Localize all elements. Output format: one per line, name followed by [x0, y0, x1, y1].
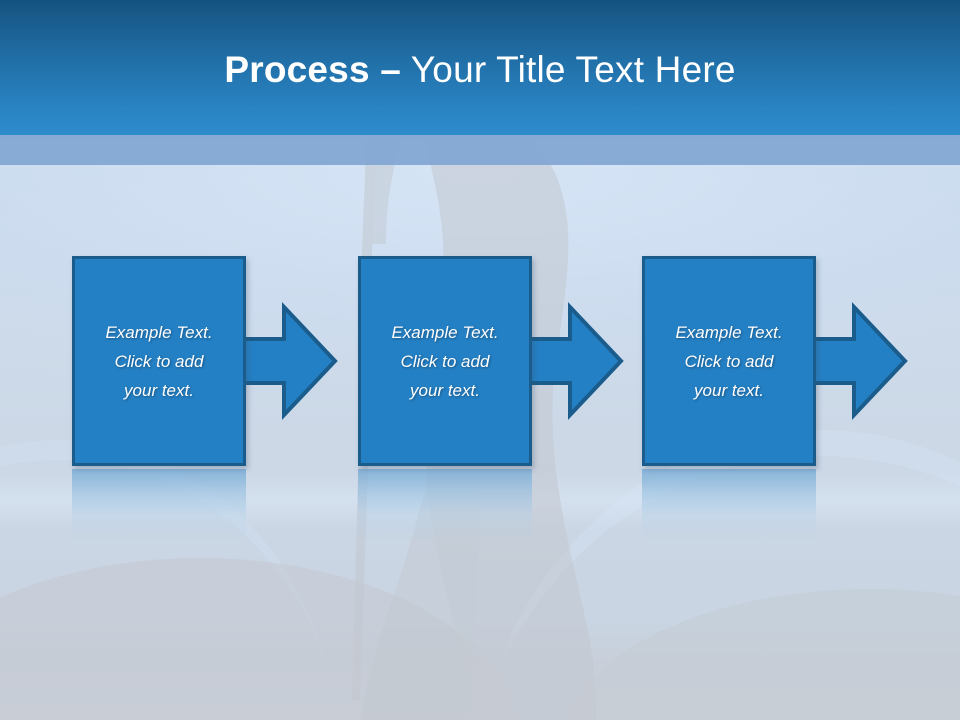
step-reflection-1	[72, 469, 246, 543]
process-step-label-2: Example Text. Click to add your text.	[391, 322, 499, 400]
process-step-1[interactable]: Example Text. Click to add your text.	[72, 256, 338, 466]
process-step-3[interactable]: Example Text. Click to add your text.	[642, 256, 908, 466]
process-step-box-2[interactable]: Example Text. Click to add your text.	[358, 256, 532, 466]
process-step-2[interactable]: Example Text. Click to add your text.	[358, 256, 624, 466]
header-accent-stripe	[0, 135, 960, 165]
step-reflection-3	[642, 469, 816, 543]
process-step-label-3: Example Text. Click to add your text.	[675, 322, 783, 400]
step-reflection-2	[358, 469, 532, 543]
process-step-box-3[interactable]: Example Text. Click to add your text.	[642, 256, 816, 466]
page-title: Process – Your Title Text Here	[0, 48, 960, 92]
process-step-label-1: Example Text. Click to add your text.	[105, 322, 213, 400]
page-title-light: Your Title Text Here	[401, 49, 736, 90]
page-title-strong: Process –	[224, 49, 401, 90]
slide-header-bar	[0, 0, 960, 135]
process-step-box-1[interactable]: Example Text. Click to add your text.	[72, 256, 246, 466]
